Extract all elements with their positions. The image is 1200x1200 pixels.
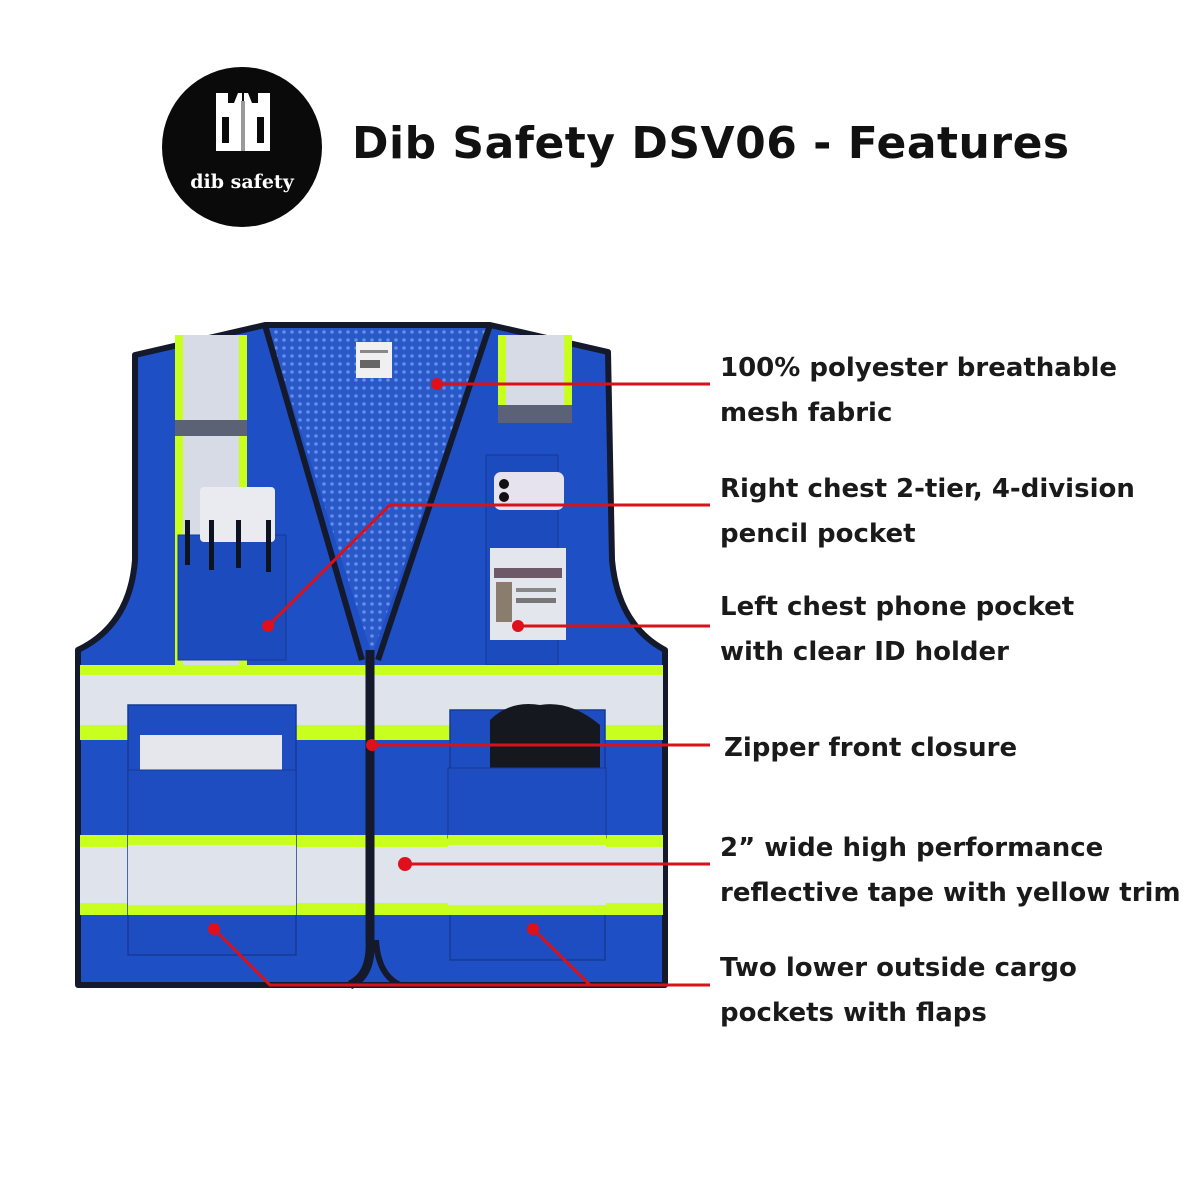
feature-pencil-pocket: Right chest 2-tier, 4-division pencil po…	[720, 474, 1135, 549]
brand-logo: dib safety	[162, 67, 322, 227]
zipper	[347, 650, 375, 990]
callout-lines	[212, 382, 710, 987]
feature-reflective-tape: 2” wide high performance reflective tape…	[720, 833, 1181, 908]
feature-cargo-pockets: Two lower outside cargo pockets with fla…	[720, 953, 1077, 1028]
feature-zipper: Zipper front closure	[724, 733, 1018, 763]
vest-db-monogram-icon	[216, 93, 270, 151]
mesh-panel	[268, 328, 488, 655]
feature-mesh-fabric: 100% polyester breathable mesh fabric	[720, 353, 1118, 428]
callout-dots	[208, 378, 539, 935]
logo-text: dib safety	[190, 171, 294, 193]
page-title: Dib Safety DSV06 - Features	[352, 118, 1070, 169]
feature-phone-pocket: Left chest phone pocket with clear ID ho…	[720, 592, 1075, 667]
